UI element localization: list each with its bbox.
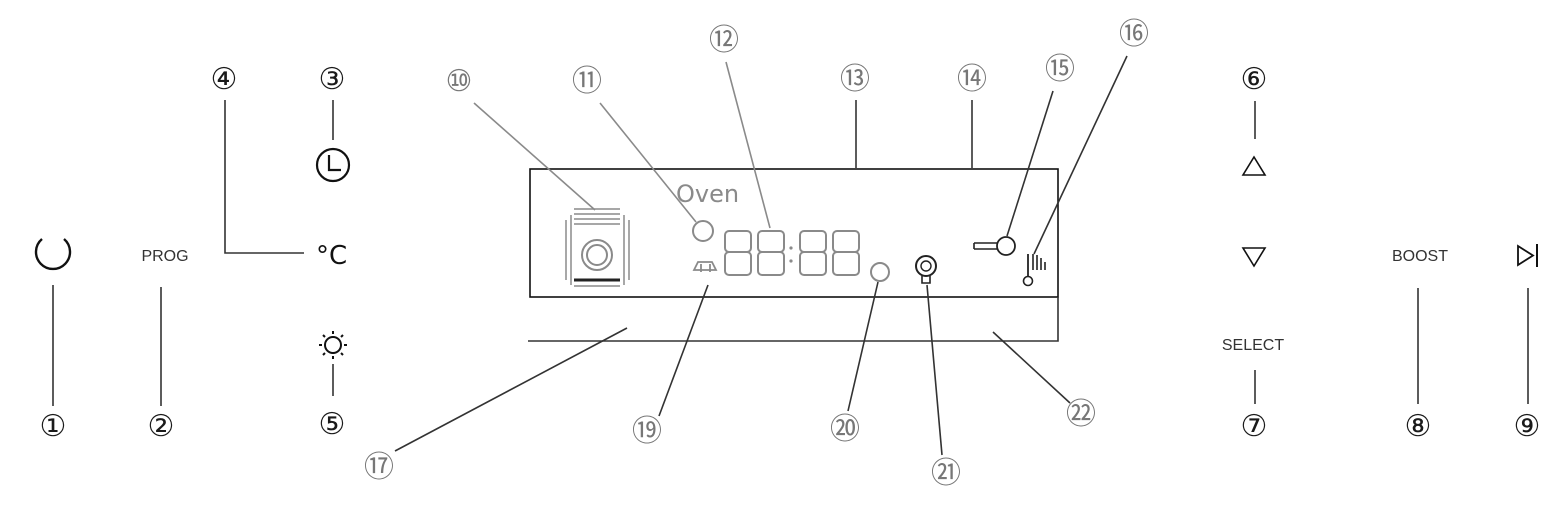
- callout-17: ⑰: [364, 450, 394, 485]
- clock-icon: [315, 147, 351, 183]
- callout-8: ⑧: [1405, 409, 1432, 444]
- callout-20: ⑳: [830, 412, 860, 447]
- prog-button[interactable]: PROG: [141, 248, 188, 265]
- callout-22: ㉒: [1066, 397, 1096, 432]
- temperature-button[interactable]: °C: [316, 241, 347, 271]
- callout-16: ⑯: [1119, 17, 1149, 52]
- clock-button[interactable]: [315, 147, 351, 183]
- ring-indicator-icon: [915, 255, 937, 284]
- callout-15: ⑮: [1045, 52, 1075, 87]
- seven-segment-readout: [724, 230, 860, 276]
- display-bezel: [528, 297, 1059, 342]
- down-arrow-icon: [1241, 247, 1267, 268]
- callout-7: ⑦: [1241, 409, 1268, 444]
- callout-10: ⑩: [446, 64, 473, 99]
- oven-label: Oven: [676, 180, 739, 208]
- digit-2: [757, 230, 785, 276]
- callout-12: ⑫: [709, 23, 739, 58]
- callout-11: ⑪: [572, 64, 602, 99]
- light-icon: [319, 331, 347, 359]
- callout-19: ⑲: [632, 414, 662, 449]
- light-button[interactable]: [319, 331, 347, 359]
- power-icon: [34, 238, 72, 271]
- start-icon: [1517, 244, 1538, 267]
- callout-21: ㉑: [931, 456, 961, 491]
- up-button[interactable]: [1241, 155, 1267, 176]
- callout-9: ⑨: [1514, 409, 1541, 444]
- callout-1: ①: [40, 409, 67, 444]
- start-button[interactable]: [1517, 244, 1538, 267]
- display-dot-indicator: [870, 262, 890, 282]
- callout-3: ③: [319, 62, 346, 97]
- display-panel: [529, 168, 1059, 298]
- callout-6: ⑥: [1241, 62, 1268, 97]
- callout-13: ⑬: [840, 62, 870, 97]
- power-button[interactable]: [34, 238, 72, 271]
- callout-2: ②: [148, 409, 175, 444]
- display-indicator-circle: [692, 220, 714, 242]
- meat-probe-icon: [973, 236, 1016, 256]
- up-arrow-icon: [1241, 155, 1267, 176]
- boost-button[interactable]: BOOST: [1392, 248, 1448, 265]
- callout-4: ④: [211, 62, 238, 97]
- callout-14: ⑭: [957, 62, 987, 97]
- digit-3: [799, 230, 827, 276]
- oven-function-icon: [565, 208, 630, 287]
- callout-5: ⑤: [319, 407, 346, 442]
- lock-icon: [692, 261, 718, 272]
- digit-1: [724, 230, 752, 276]
- digit-4: [832, 230, 860, 276]
- temperature-icon: [1022, 254, 1046, 287]
- select-button[interactable]: SELECT: [1222, 337, 1284, 354]
- down-button[interactable]: [1241, 247, 1267, 268]
